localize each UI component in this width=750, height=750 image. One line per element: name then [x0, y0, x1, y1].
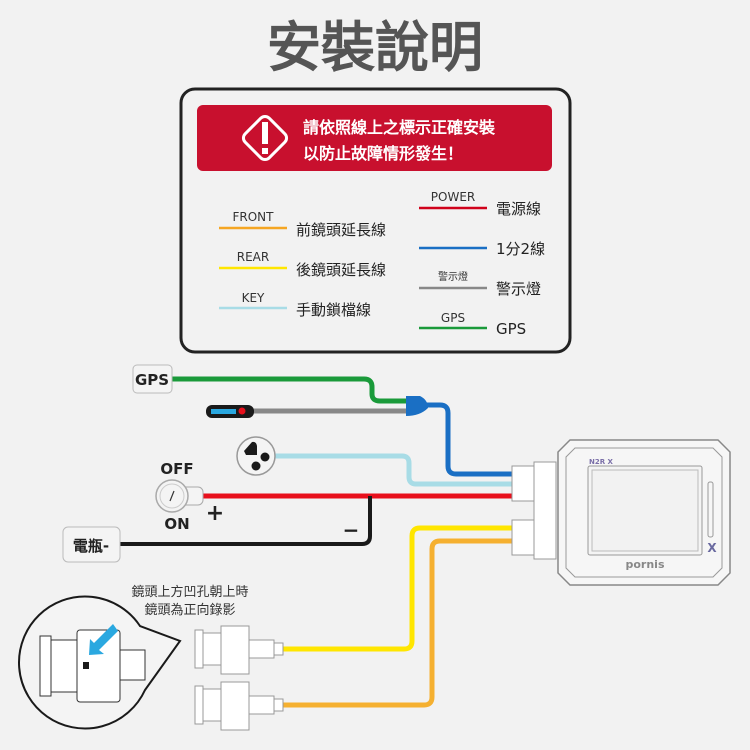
switch-on-label: ON [164, 515, 189, 533]
ground-wire [120, 496, 372, 546]
legend-label-splitter: 1分2線 [496, 240, 545, 258]
arrow-icon [89, 624, 118, 655]
page-title: 安裝說明 [267, 16, 483, 79]
legend-tag-front: FRONT [233, 210, 275, 224]
gps-module [132, 364, 173, 394]
legend-label-gps: GPS [496, 320, 526, 338]
key-remote-icon [236, 436, 276, 476]
lens-note-line-1: 鏡頭上方凹孔朝上時 [131, 584, 248, 600]
legend-label-key: 手動鎖檔線 [296, 301, 371, 319]
warning-line-1: 請依照線上之標示正確安裝 [303, 118, 496, 137]
legend-tag-power: POWER [431, 190, 475, 204]
lens-note-line-2: 鏡頭為正向錄影 [144, 602, 235, 618]
splitter-connector [406, 396, 428, 416]
splitter-wire [426, 402, 520, 477]
battery-negative-terminal [62, 526, 121, 563]
rear-camera-connector [194, 625, 284, 675]
device-model-badge: N2R X [589, 458, 614, 466]
warning-banner [197, 105, 552, 171]
device-model-mark: X [707, 541, 717, 555]
legend-label-power: 電源線 [496, 200, 541, 218]
battery-label: 電瓶- [73, 537, 109, 555]
device-brand: pornis [625, 558, 664, 571]
legend-label-warning-light: 警示燈 [496, 280, 541, 298]
power-switch-icon [155, 479, 204, 513]
rear-camera-wire [283, 525, 520, 652]
gps-wire [172, 376, 406, 404]
legend-label-front: 前鏡頭延長線 [296, 221, 386, 239]
dashcam-device [511, 439, 731, 586]
warning-light-icon [206, 405, 254, 418]
switch-off-label: OFF [160, 460, 193, 478]
legend-tag-warning-light: 警示燈 [438, 270, 468, 283]
legend-tag-key: KEY [242, 291, 265, 305]
warning-icon [241, 114, 289, 162]
lens-orientation-callout [18, 595, 182, 730]
gps-module-label: GPS [135, 371, 169, 389]
front-camera-wire [283, 538, 520, 708]
warning-line-2: 以防止故障情形發生！ [303, 144, 463, 163]
positive-sign: + [206, 501, 224, 526]
negative-sign: − [343, 518, 360, 542]
legend-tag-rear: REAR [237, 250, 269, 264]
legend-tag-gps: GPS [441, 311, 465, 325]
legend-label-rear: 後鏡頭延長線 [296, 261, 386, 279]
front-camera-connector [194, 681, 284, 731]
key-wire [275, 453, 520, 487]
